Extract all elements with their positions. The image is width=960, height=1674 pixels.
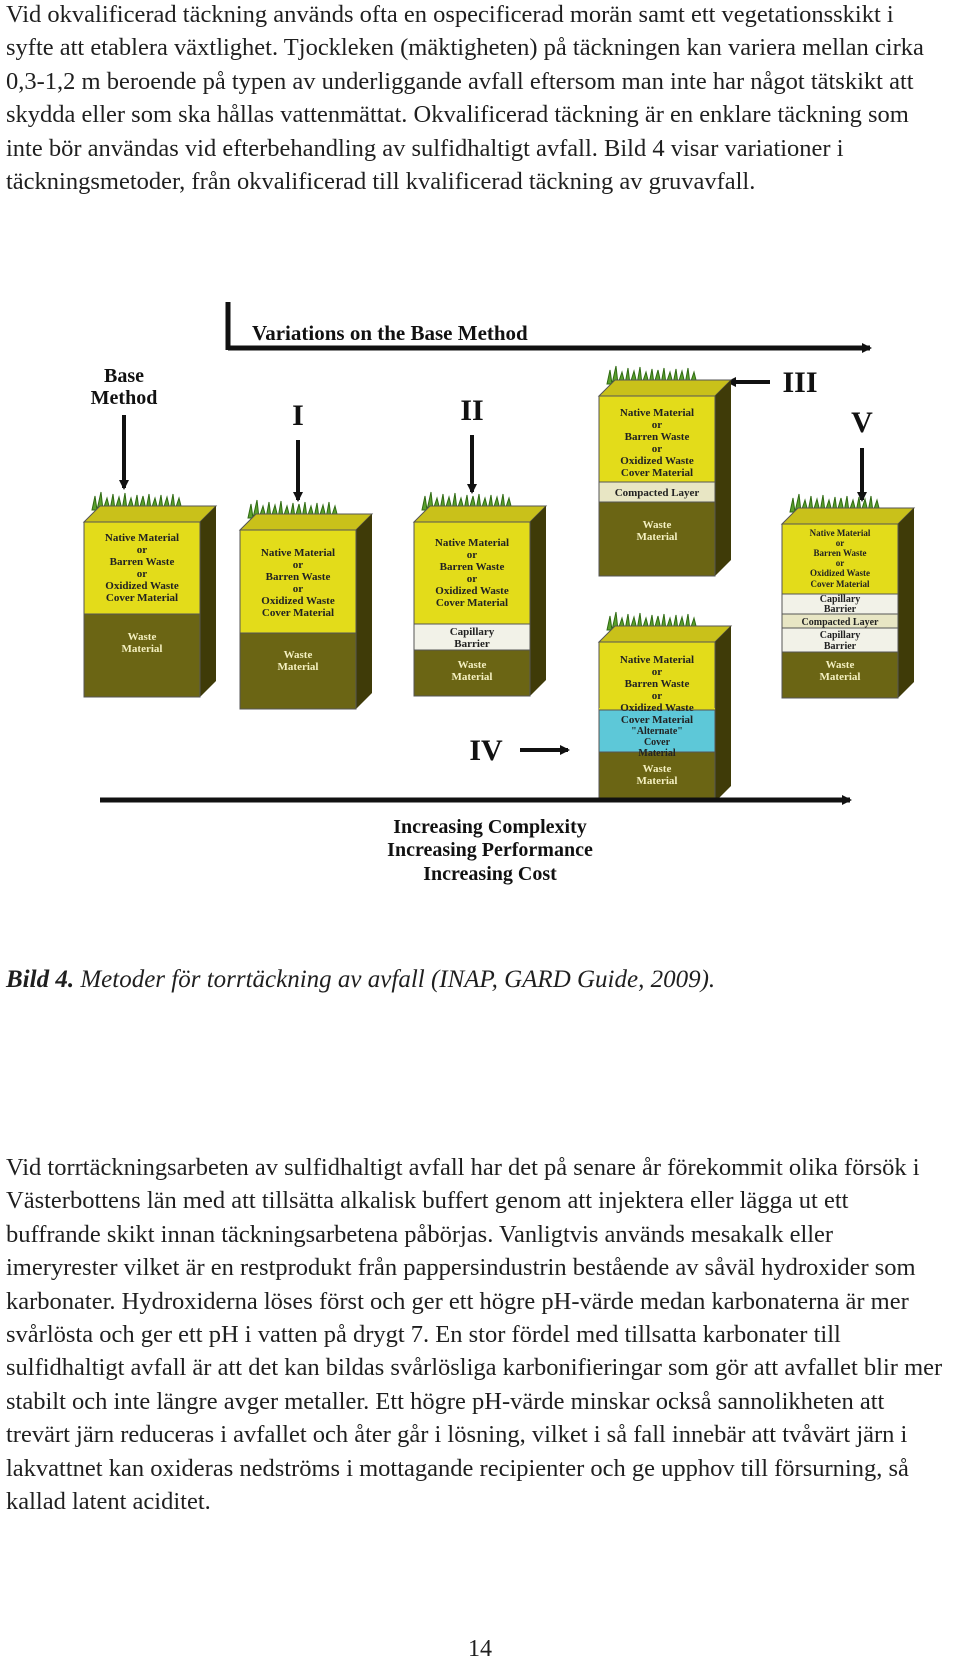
svg-text:Barrier: Barrier bbox=[824, 641, 857, 652]
svg-text:or: or bbox=[137, 544, 148, 556]
block-variation-IV: Native Material or Barren Waste or Oxidi… bbox=[597, 611, 733, 803]
svg-text:Cover Material: Cover Material bbox=[621, 714, 693, 726]
svg-text:or: or bbox=[652, 666, 663, 678]
svg-text:Waste: Waste bbox=[826, 659, 855, 671]
svg-text:Waste: Waste bbox=[128, 631, 157, 643]
svg-text:or: or bbox=[293, 559, 304, 571]
svg-text:Compacted Layer: Compacted Layer bbox=[615, 487, 700, 499]
svg-text:Capillary: Capillary bbox=[450, 626, 495, 638]
svg-text:Barren Waste: Barren Waste bbox=[625, 431, 690, 443]
svg-text:Native Material: Native Material bbox=[435, 537, 509, 549]
svg-text:Waste: Waste bbox=[284, 649, 313, 661]
svg-text:or: or bbox=[836, 558, 845, 568]
svg-text:Material: Material bbox=[122, 643, 163, 655]
page-number: 14 bbox=[468, 1636, 492, 1662]
svg-text:Oxidized Waste: Oxidized Waste bbox=[435, 585, 509, 597]
svg-text:Cover Material: Cover Material bbox=[436, 597, 508, 609]
cover-methods-figure: Variations on the Base Method Base Metho… bbox=[82, 302, 916, 885]
svg-text:Waste: Waste bbox=[458, 659, 487, 671]
svg-text:Native Material: Native Material bbox=[261, 547, 335, 559]
svg-text:or: or bbox=[137, 568, 148, 580]
svg-text:Capillary: Capillary bbox=[820, 594, 861, 605]
svg-text:Cover: Cover bbox=[644, 737, 671, 748]
body-paragraph-1: Vid okvalificerad täckning används ofta … bbox=[6, 1, 924, 196]
block-variation-I: Native Material or Barren Waste or Oxidi… bbox=[238, 499, 374, 710]
label-IV: IV bbox=[469, 734, 503, 767]
top-arrow-label: Variations on the Base Method bbox=[252, 321, 528, 345]
svg-text:or: or bbox=[467, 549, 478, 561]
bottom-label-2: Increasing Performance bbox=[387, 839, 593, 861]
svg-text:Barren Waste: Barren Waste bbox=[440, 561, 505, 573]
svg-text:Oxidized Waste: Oxidized Waste bbox=[620, 455, 694, 467]
label-II: II bbox=[460, 394, 483, 427]
svg-text:Barrier: Barrier bbox=[454, 638, 490, 650]
svg-text:"Alternate": "Alternate" bbox=[631, 726, 683, 737]
svg-text:Material: Material bbox=[820, 671, 861, 683]
svg-text:or: or bbox=[652, 419, 663, 431]
svg-text:Material: Material bbox=[637, 775, 678, 787]
block-variation-II: Native Material or Barren Waste or Oxidi… bbox=[412, 491, 548, 697]
svg-text:or: or bbox=[652, 443, 663, 455]
svg-text:Cover Material: Cover Material bbox=[621, 467, 693, 479]
svg-text:or: or bbox=[467, 573, 478, 585]
svg-text:Material: Material bbox=[452, 671, 493, 683]
label-I: I bbox=[292, 399, 304, 432]
svg-text:or: or bbox=[293, 583, 304, 595]
block-variation-III: Native Material or Barren Waste or Oxidi… bbox=[597, 365, 733, 577]
svg-text:Barren Waste: Barren Waste bbox=[266, 571, 331, 583]
svg-text:Waste: Waste bbox=[643, 763, 672, 775]
caption-label: Bild 4. bbox=[6, 966, 75, 993]
svg-text:Oxidized Waste: Oxidized Waste bbox=[810, 568, 870, 578]
caption-text: Metoder för torrtäckning av avfall (INAP… bbox=[74, 966, 716, 993]
base-method-label-1: Base bbox=[104, 365, 144, 387]
label-III: III bbox=[782, 366, 817, 399]
svg-text:Cover Material: Cover Material bbox=[810, 579, 870, 589]
bottom-label-1: Increasing Complexity bbox=[393, 816, 587, 838]
svg-text:Oxidized Waste: Oxidized Waste bbox=[105, 580, 179, 592]
svg-text:Waste: Waste bbox=[643, 519, 672, 531]
figure-caption: Bild 4. Metoder för torrtäckning av avfa… bbox=[6, 966, 946, 994]
svg-text:Barren Waste: Barren Waste bbox=[814, 548, 867, 558]
svg-text:Material: Material bbox=[637, 531, 678, 543]
body-paragraph-2: Vid torrtäckningsarbeten av sulfidhaltig… bbox=[6, 1154, 943, 1516]
svg-text:Native Material: Native Material bbox=[620, 407, 694, 419]
bottom-label-3: Increasing Cost bbox=[423, 863, 557, 885]
svg-text:Material: Material bbox=[638, 748, 675, 759]
svg-text:Native Material: Native Material bbox=[620, 654, 694, 666]
svg-text:Material: Material bbox=[278, 661, 319, 673]
svg-text:Cover Material: Cover Material bbox=[262, 607, 334, 619]
svg-text:Barren Waste: Barren Waste bbox=[625, 678, 690, 690]
svg-text:Compacted Layer: Compacted Layer bbox=[802, 617, 879, 628]
svg-text:or: or bbox=[836, 538, 845, 548]
svg-text:Oxidized Waste: Oxidized Waste bbox=[261, 595, 335, 607]
label-V: V bbox=[851, 406, 873, 439]
svg-text:Oxidized Waste: Oxidized Waste bbox=[620, 702, 694, 714]
base-method-label-2: Method bbox=[91, 387, 158, 409]
svg-text:or: or bbox=[652, 690, 663, 702]
svg-text:Barren Waste: Barren Waste bbox=[110, 556, 175, 568]
svg-text:Cover Material: Cover Material bbox=[106, 592, 178, 604]
svg-text:Native Material: Native Material bbox=[810, 528, 871, 538]
svg-text:Native Material: Native Material bbox=[105, 532, 179, 544]
block-base-method: Native Material or Barren Waste or Oxidi… bbox=[82, 491, 218, 698]
svg-text:Capillary: Capillary bbox=[820, 630, 861, 641]
svg-text:Barrier: Barrier bbox=[824, 604, 857, 615]
block-variation-V: Native Material or Barren Waste or Oxidi… bbox=[780, 493, 916, 699]
